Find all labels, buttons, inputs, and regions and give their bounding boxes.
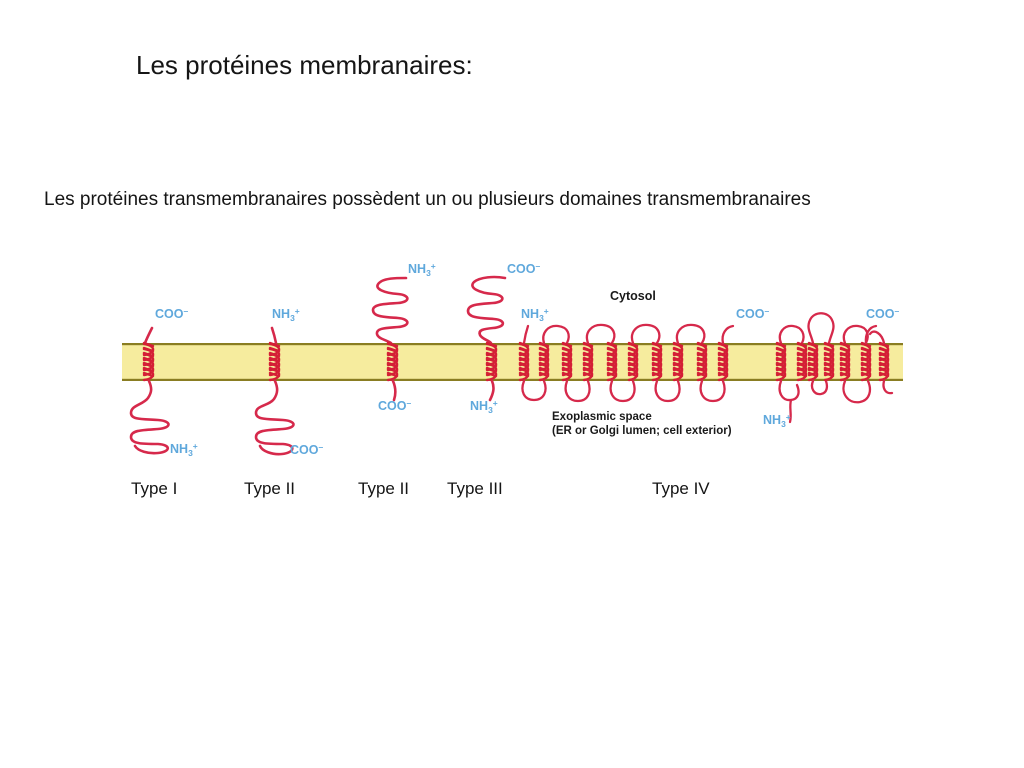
helix-coil (485, 341, 498, 382)
helix-coil (878, 341, 890, 382)
terminus-label-nh3: NH3+ (272, 306, 300, 323)
helix-coil (538, 341, 550, 382)
cytosol-label: Cytosol (610, 289, 656, 303)
helix-coil (582, 341, 594, 382)
exoplasmic-label-line2: (ER or Golgi lumen; cell exterior) (552, 425, 732, 437)
helix-coil (796, 341, 808, 382)
helix-coil (823, 341, 835, 382)
type-label-3: Type II (358, 479, 410, 498)
helix-coil (696, 341, 708, 382)
helix-coil (606, 341, 618, 382)
terminus-label-nh3: NH3+ (170, 441, 198, 458)
protein-type-2a (254, 326, 295, 456)
helix-coil (627, 341, 639, 382)
helix-coil (672, 341, 684, 382)
page-title: Les protéines membranaires: (136, 50, 473, 80)
protein-type-2b (371, 276, 409, 402)
subtitle-text: Les protéines transmembranaires possèden… (44, 189, 811, 210)
terminus-label-nh3: NH3+ (408, 261, 436, 278)
helix-coil (860, 341, 872, 382)
protein-type-4 (775, 312, 894, 424)
terminus-label-coo: COO– (155, 306, 188, 321)
helix-coil (386, 341, 399, 382)
helix-coil (651, 341, 663, 382)
terminus-label-nh3: NH3+ (521, 306, 549, 323)
helix-coil (142, 341, 155, 382)
terminus-label-nh3: NH3+ (470, 398, 498, 415)
type-label-2: Type II (244, 479, 296, 498)
terminus-label-nh3: NH3+ (763, 412, 791, 429)
terminus-label-coo: COO– (378, 398, 411, 413)
terminus-label-coo: COO– (507, 261, 540, 276)
membrane-protein-diagram: Cytosol Exoplasmic space (ER or Golgi lu… (0, 248, 1024, 508)
protein-type-3-multipass (518, 323, 735, 403)
type-label-1: Type I (131, 479, 178, 498)
type-labels-row: Type I Type II Type II Type III Type IV (0, 477, 1024, 503)
protein-type-1 (129, 326, 170, 455)
helix-coil (839, 341, 851, 382)
helix-coil (518, 341, 530, 382)
type-label-5: Type IV (652, 479, 710, 498)
exoplasmic-label-line1: Exoplasmic space (552, 411, 652, 423)
helix-coil (775, 341, 787, 382)
type-label-4: Type III (447, 479, 503, 498)
helix-coil (268, 341, 281, 382)
helix-coil (561, 341, 573, 382)
membrane-bilayer (122, 343, 903, 381)
terminus-label-coo: COO– (866, 306, 899, 321)
protein-type-3-single (466, 275, 507, 402)
helix-coil (717, 341, 729, 382)
terminus-label-coo: COO– (736, 306, 769, 321)
terminus-label-coo: COO– (290, 442, 323, 457)
helix-coil (807, 341, 819, 382)
